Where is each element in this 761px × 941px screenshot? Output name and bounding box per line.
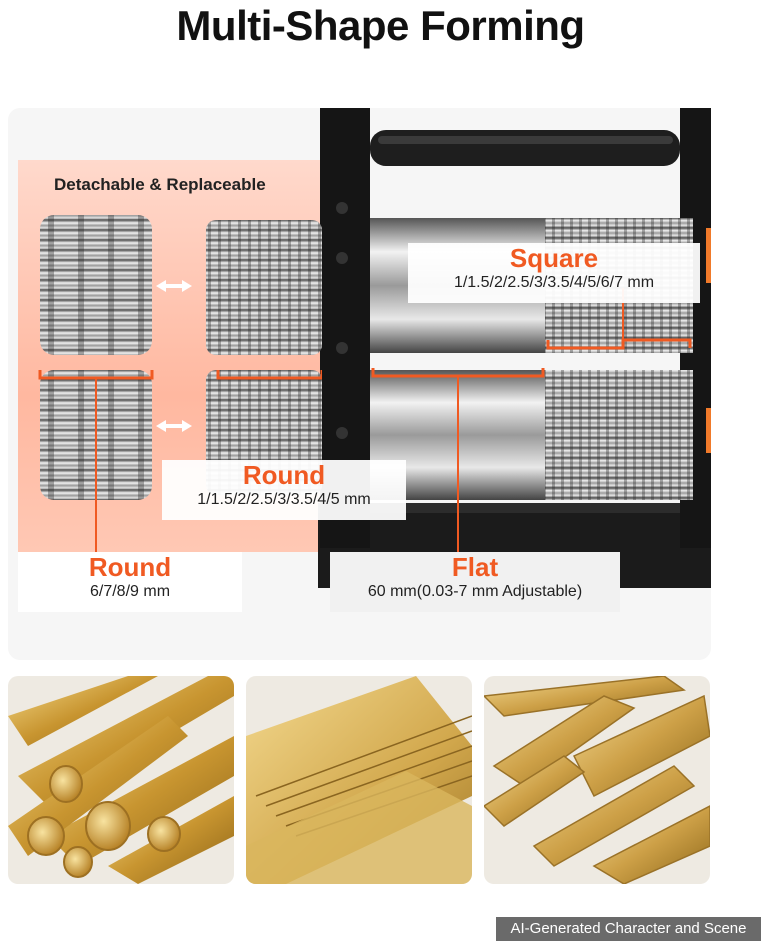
detachable-rollers bbox=[38, 215, 322, 500]
round-side-callout: Round 6/7/8/9 mm bbox=[18, 552, 242, 612]
ai-generated-notice: AI-Generated Character and Scene bbox=[496, 917, 761, 941]
round-main-callout: Round 1/1.5/2/2.5/3/3.5/4/5 mm bbox=[162, 460, 406, 520]
brass-flat-sheets-icon bbox=[246, 676, 472, 884]
brass-round-rods-icon bbox=[8, 676, 234, 884]
brass-round-rods-photo bbox=[8, 676, 234, 884]
swap-arrow-icon bbox=[156, 280, 192, 432]
brass-square-bars-photo bbox=[484, 676, 710, 884]
round-main-sizes: 1/1.5/2/2.5/3/3.5/4/5 mm bbox=[197, 491, 371, 508]
flat-callout: Flat 60 mm(0.03-7 mm Adjustable) bbox=[330, 552, 620, 612]
square-sizes: 1/1.5/2/2.5/3/3.5/4/5/6/7 mm bbox=[453, 274, 655, 291]
flat-label: Flat bbox=[451, 552, 499, 582]
page-title: Multi-Shape Forming bbox=[176, 2, 585, 49]
square-label: Square bbox=[509, 243, 599, 273]
flat-sizes: 60 mm(0.03-7 mm Adjustable) bbox=[367, 583, 583, 600]
square-callout: Square 1/1.5/2/2.5/3/3.5/4/5/6/7 mm bbox=[408, 243, 700, 303]
round-side-marker bbox=[95, 500, 97, 552]
round-main-label: Round bbox=[242, 460, 326, 490]
detachable-label: Detachable & Replaceable bbox=[54, 175, 266, 194]
round-side-label: Round bbox=[88, 552, 172, 582]
brass-square-bars-icon bbox=[484, 676, 710, 884]
brass-flat-sheets-photo bbox=[246, 676, 472, 884]
round-side-sizes: 6/7/8/9 mm bbox=[89, 583, 171, 600]
